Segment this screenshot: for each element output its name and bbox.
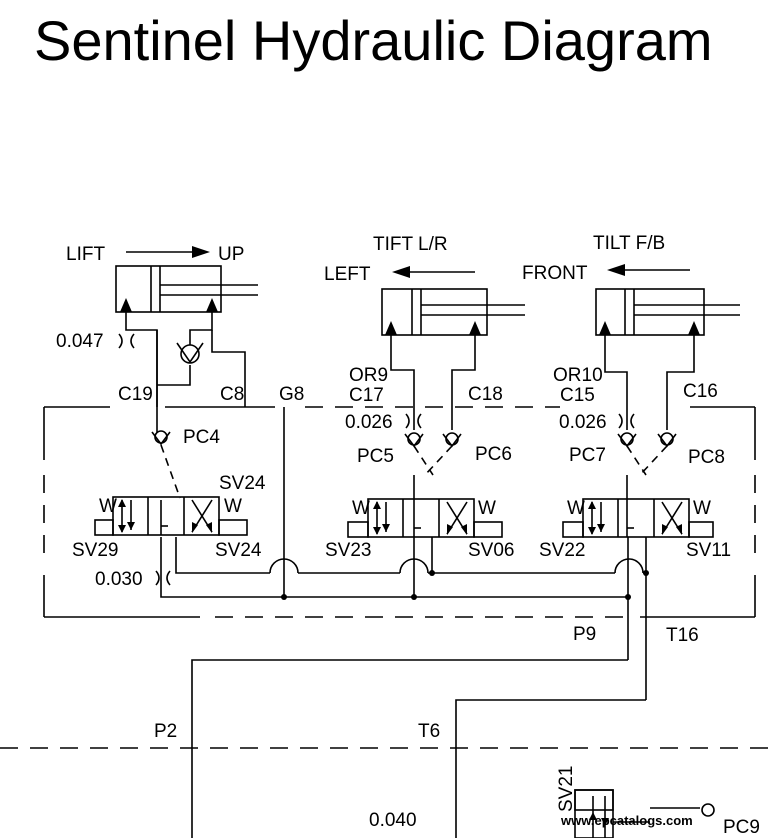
lift-lines: 0.047 C19 C8 G8: [56, 312, 304, 597]
orifice-0047-label: 0.047: [56, 331, 104, 352]
pc5-label: PC5: [357, 446, 394, 467]
sv21-label: SV21: [556, 766, 577, 812]
pc8-label: PC8: [688, 447, 725, 468]
w-label: W: [567, 498, 585, 519]
tift-label: TIFT L/R: [373, 234, 448, 255]
manifold-outline: [43, 406, 756, 618]
sv21-valve: SV21 PC9: [556, 766, 760, 838]
port-p9-label: P9: [573, 624, 596, 645]
w-label: W: [352, 498, 370, 519]
page-title: Sentinel Hydraulic Diagram: [34, 9, 713, 72]
tilt-direction-label: FRONT: [522, 263, 588, 284]
orifice-0026b-label: 0.026: [559, 412, 607, 433]
sv29-valve: W W SV24 SV29 SV24: [72, 473, 266, 561]
lift-label: LIFT: [66, 244, 105, 265]
w-label: W: [224, 496, 242, 517]
galleries: 0.030 P9 T16: [95, 537, 699, 700]
port-c8-label: C8: [220, 384, 244, 405]
port-c18-label: C18: [468, 384, 503, 405]
sv22-valve: W W SV22 SV11: [539, 475, 731, 561]
orifice-0030-label: 0.030: [95, 569, 143, 590]
sv22-label: SV22: [539, 540, 585, 561]
w-label: W: [693, 498, 711, 519]
pc7-label: PC7: [569, 445, 606, 466]
or10-label: OR10: [553, 365, 603, 386]
tift-cylinder: TIFT L/R LEFT: [324, 234, 525, 336]
port-g8-label: G8: [279, 384, 304, 405]
pc9-label: PC9: [723, 817, 760, 838]
pc6-label: PC6: [475, 444, 512, 465]
or9-label: OR9: [349, 365, 388, 386]
tift-lines: OR9 C17 C18 0.026 PC5 PC6: [345, 335, 512, 476]
w-label: W: [99, 496, 117, 517]
sv23-valve: W W SV23 SV06: [325, 475, 514, 561]
tilt-lines: OR10 C15 C16 0.026 PC7 PC8: [553, 335, 725, 476]
port-c19-label: C19: [118, 384, 153, 405]
sv29-label: SV29: [72, 540, 118, 561]
sv24-top-label: SV24: [219, 473, 266, 494]
sv23-label: SV23: [325, 540, 371, 561]
orifice-0040-label: 0.040: [369, 810, 417, 831]
sv24-label: SV24: [215, 540, 262, 561]
tilt-label: TILT F/B: [593, 233, 665, 254]
w-label: W: [478, 498, 496, 519]
pc4-check-valve: PC4: [151, 427, 220, 499]
watermark: www.epcatalogs.com: [561, 813, 693, 828]
lift-direction-label: UP: [218, 244, 244, 265]
lift-cylinder: LIFT UP: [66, 244, 258, 313]
port-c16-label: C16: [683, 381, 718, 402]
port-c17-label: C17: [349, 385, 384, 406]
supply-lines: P2 T6 0.040: [154, 659, 646, 838]
port-c15-label: C15: [560, 385, 595, 406]
sv06-label: SV06: [468, 540, 514, 561]
tilt-cylinder: TILT F/B FRONT: [522, 233, 740, 336]
orifice-0026-label: 0.026: [345, 412, 393, 433]
port-p2-label: P2: [154, 721, 177, 742]
port-t16-label: T16: [666, 625, 699, 646]
pc4-label: PC4: [183, 427, 220, 448]
tift-direction-label: LEFT: [324, 264, 371, 285]
sv11-label: SV11: [686, 540, 731, 561]
port-t6-label: T6: [418, 721, 440, 742]
